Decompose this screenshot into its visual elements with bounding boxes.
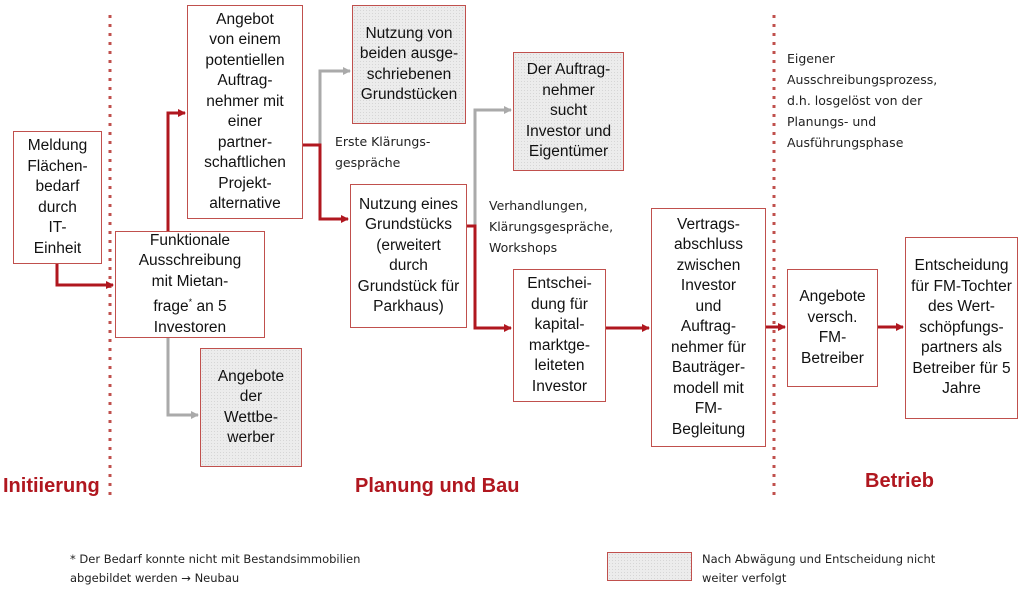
arrow-red <box>466 224 512 332</box>
legend-swatch <box>607 552 692 581</box>
box-meldung: Meldung Flächen- bedarf durch IT- Einhei… <box>13 131 102 264</box>
arrow-gray <box>473 106 512 226</box>
box-auftragnehmer-sucht: Der Auftrag- nehmer sucht Investor und E… <box>513 52 624 171</box>
arrow-gray <box>166 337 199 419</box>
box-angebote-fm: Angebote versch. FM- Betreiber <box>787 269 878 387</box>
arrow-red <box>302 143 349 223</box>
footnote: * Der Bedarf konnte nicht mit Bestandsim… <box>70 552 361 585</box>
box-vertragsabschluss: Vertrags- abschluss zwischen Investor un… <box>651 208 766 447</box>
phase-planung: Planung und Bau <box>355 475 520 497</box>
box-text: Funktionale Ausschreibung mit Mietan- fr… <box>138 231 242 316</box>
box-angebote-wettbewerber: Angebote der Wettbe- werber <box>200 348 302 467</box>
box-entscheidung-fm: Entscheidung für FM-Tochter des Wert- sc… <box>905 237 1018 419</box>
note-verhandlungen: Verhandlungen, Klärungsgespräche, Worksh… <box>489 198 614 255</box>
box-nutzung-beide: Nutzung von beiden ausge- schriebenen Gr… <box>352 5 466 124</box>
phase-betrieb: Betrieb <box>865 470 934 492</box>
footnote-marker: * <box>188 297 193 308</box>
arrow-gray <box>318 67 351 145</box>
arrow-red <box>55 263 114 289</box>
note-eigener-prozess: Eigener Ausschreibungsprozess, d.h. losg… <box>787 51 938 150</box>
note-erste-klaerung: Erste Klärungs- gespräche <box>335 134 431 170</box>
box-text: an 5 Investoren <box>153 298 227 336</box>
arrow-red <box>166 109 186 231</box>
box-funktionale-ausschreibung: Funktionale Ausschreibung mit Mietan- fr… <box>115 231 265 338</box>
legend-text: Nach Abwägung und Entscheidung nicht wei… <box>702 552 936 585</box>
box-nutzung-eines: Nutzung eines Grundstücks (erweitert dur… <box>350 184 467 328</box>
box-angebot-partner: Angebot von einem potentiellen Auftrag- … <box>187 5 303 219</box>
phase-initiierung: Initiierung <box>3 475 100 497</box>
box-entscheidung-investor: Entschei- dung für kapital- marktge- lei… <box>513 269 606 402</box>
